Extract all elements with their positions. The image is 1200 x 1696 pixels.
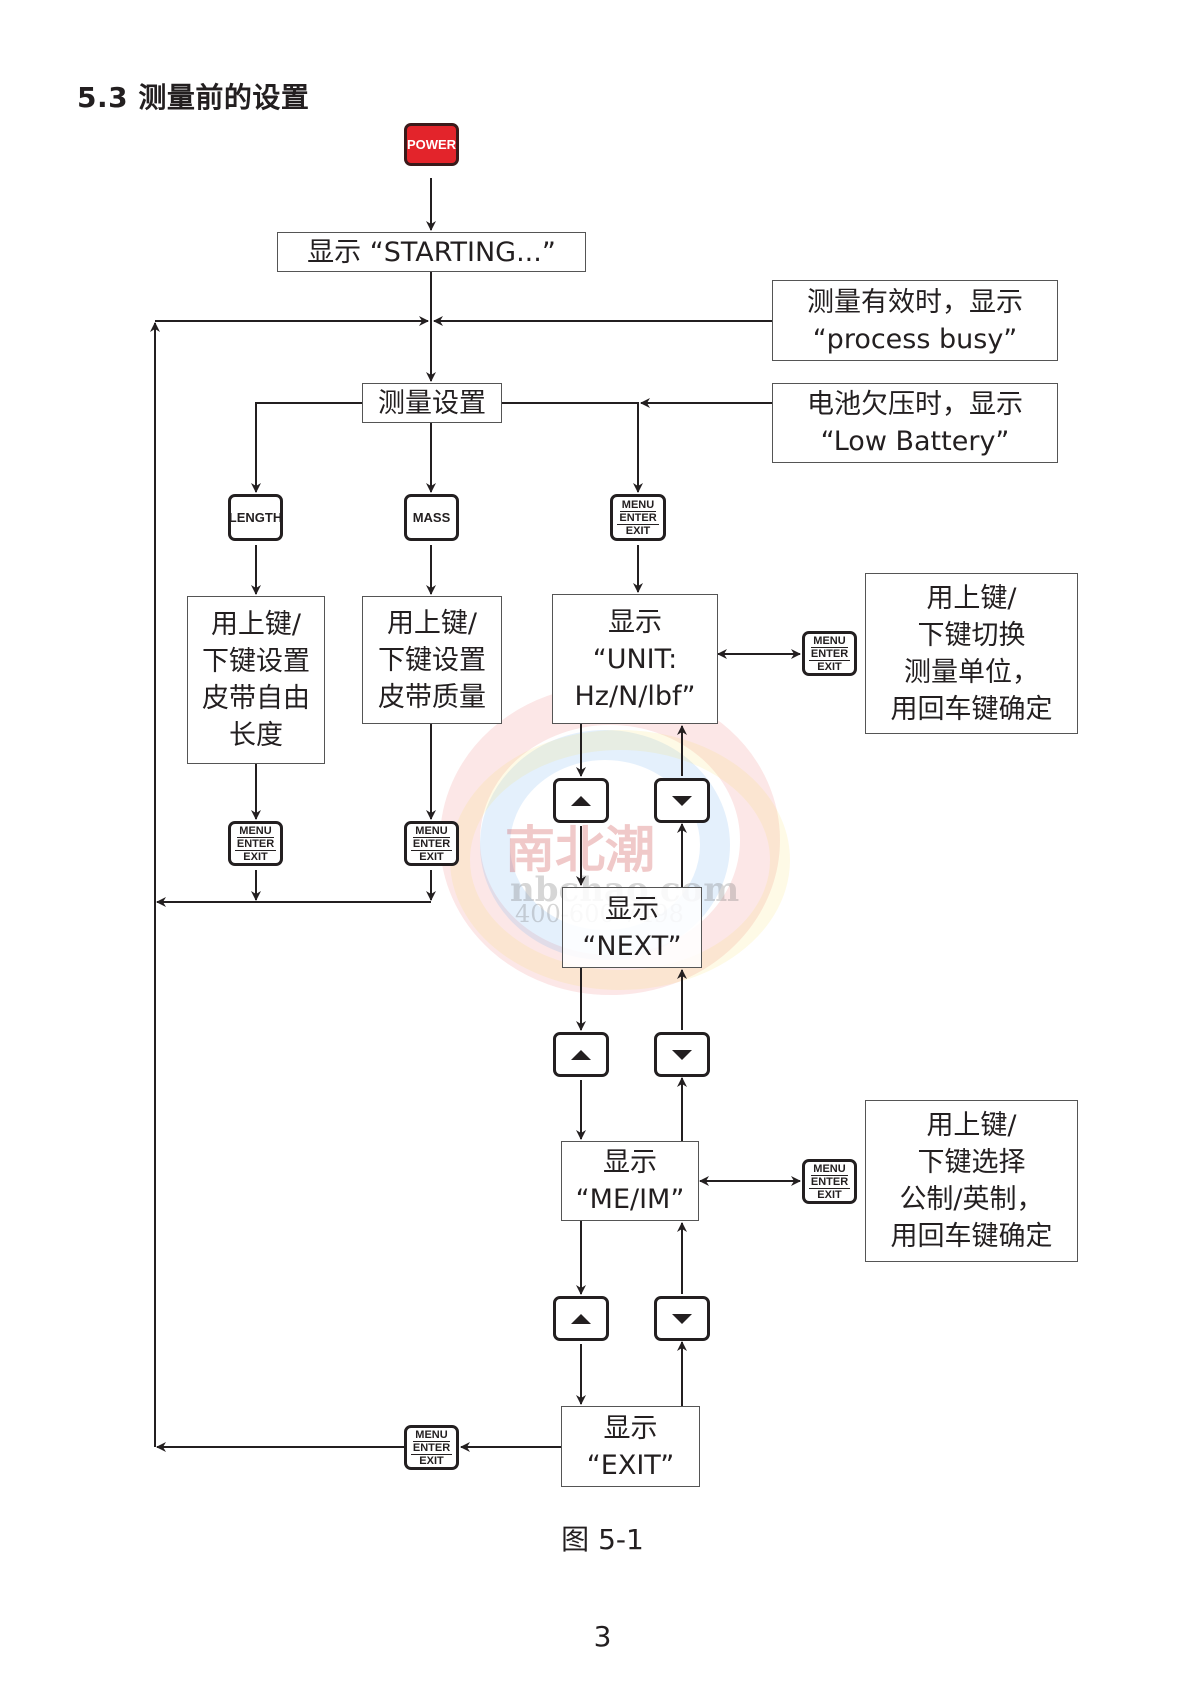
box-text: 下键切换 [917, 619, 1026, 651]
box-meim: 显示 “ME/IM” [561, 1141, 699, 1221]
box-text: 用上键/ [386, 607, 478, 639]
figure-caption: 图 5-1 [561, 1523, 644, 1556]
exit-label: EXIT [817, 660, 842, 673]
box-text: 用上键/ [210, 609, 302, 640]
box-text: 用上键/ [926, 1110, 1017, 1141]
box-text: 下键设置 [202, 646, 310, 677]
up-arrow-icon [571, 1313, 591, 1324]
box-text: Hz/N/lbf” [574, 680, 696, 712]
down-key[interactable] [654, 1032, 710, 1077]
box-text: 皮带质量 [378, 681, 486, 713]
box-text: 测量设置 [378, 387, 486, 419]
length-key-label: LENGTH [228, 510, 283, 525]
box-text: 显示 [603, 1147, 657, 1178]
box-next: 显示 “NEXT” [562, 887, 702, 968]
mass-key[interactable]: MASS [404, 494, 459, 541]
up-arrow-icon [571, 1049, 591, 1060]
box-text: 测量单位， [904, 656, 1039, 688]
exit-label: EXIT [817, 1188, 842, 1201]
box-text: 用回车键确定 [890, 693, 1053, 725]
down-arrow-icon [672, 795, 692, 806]
length-key[interactable]: LENGTH [228, 494, 283, 541]
box-unit-desc: 用上键/ 下键切换 测量单位， 用回车键确定 [865, 573, 1078, 734]
box-text: “EXIT” [586, 1449, 675, 1481]
box-text: “NEXT” [582, 930, 682, 962]
box-text: “ME/IM” [575, 1184, 685, 1215]
box-text: “process busy” [812, 323, 1018, 355]
box-text: 用上键/ [926, 582, 1017, 614]
menu-label: MENU [413, 824, 450, 838]
exit-label: EXIT [625, 524, 651, 537]
power-key[interactable]: POWER [404, 123, 459, 166]
exit-label: EXIT [419, 1454, 444, 1467]
mass-key-label: MASS [412, 510, 451, 525]
box-text: 下键设置 [378, 644, 486, 676]
enter-label: ENTER [234, 837, 277, 851]
page-number: 3 [593, 1620, 612, 1653]
box-length-desc: 用上键/ 下键设置 皮带自由 长度 [187, 596, 325, 764]
box-text: 长度 [229, 720, 283, 751]
box-text: 用回车键确定 [890, 1221, 1053, 1252]
up-key[interactable] [553, 1296, 609, 1341]
box-text: 电池欠压时，显示 [807, 389, 1023, 420]
box-text: “UNIT: [592, 643, 678, 675]
box-text: 下键选择 [917, 1147, 1026, 1178]
enter-label: ENTER [410, 1441, 453, 1455]
box-low-battery: 电池欠压时，显示 “Low Battery” [772, 383, 1058, 463]
menu-label: MENU [619, 498, 657, 512]
exit-label: EXIT [419, 850, 444, 863]
menu-label: MENU [237, 824, 274, 838]
down-arrow-icon [672, 1313, 692, 1324]
enter-label: ENTER [808, 647, 851, 661]
enter-label: ENTER [617, 511, 659, 525]
box-text: 显示 [608, 606, 662, 638]
menu-label: MENU [413, 1428, 450, 1442]
power-key-label: POWER [406, 137, 457, 152]
up-key[interactable] [553, 1032, 609, 1077]
enter-label: ENTER [410, 837, 453, 851]
box-measure-settings: 测量设置 [362, 383, 502, 423]
box-starting: 显示 “STARTING...” [277, 232, 586, 272]
box-meim-desc: 用上键/ 下键选择 公制/英制， 用回车键确定 [865, 1100, 1078, 1262]
box-text: 公制/英制， [899, 1184, 1044, 1215]
box-unit: 显示 “UNIT: Hz/N/lbf” [552, 594, 718, 724]
up-arrow-icon [571, 795, 591, 806]
box-text: 显示 [603, 1412, 658, 1444]
up-key[interactable] [553, 778, 609, 823]
enter-label: ENTER [808, 1175, 851, 1189]
section-title: 5.3 测量前的设置 [77, 81, 310, 114]
branch-menu [502, 402, 643, 493]
branch-length [251, 402, 362, 493]
menu-label: MENU [811, 1162, 848, 1176]
down-arrow-icon [672, 1049, 692, 1060]
box-process-busy: 测量有效时，显示 “process busy” [772, 280, 1058, 361]
box-text: 测量有效时，显示 [807, 286, 1023, 318]
box-exit: 显示 “EXIT” [561, 1406, 700, 1487]
down-key[interactable] [654, 778, 710, 823]
menu-label: MENU [811, 634, 848, 648]
box-text: 显示 “STARTING...” [307, 236, 556, 268]
exit-label: EXIT [243, 850, 268, 863]
box-mass-desc: 用上键/ 下键设置 皮带质量 [362, 596, 502, 724]
box-text: 皮带自由 [202, 683, 310, 714]
box-text: 显示 [605, 893, 659, 925]
box-text: “Low Battery” [820, 426, 1010, 457]
down-key[interactable] [654, 1296, 710, 1341]
